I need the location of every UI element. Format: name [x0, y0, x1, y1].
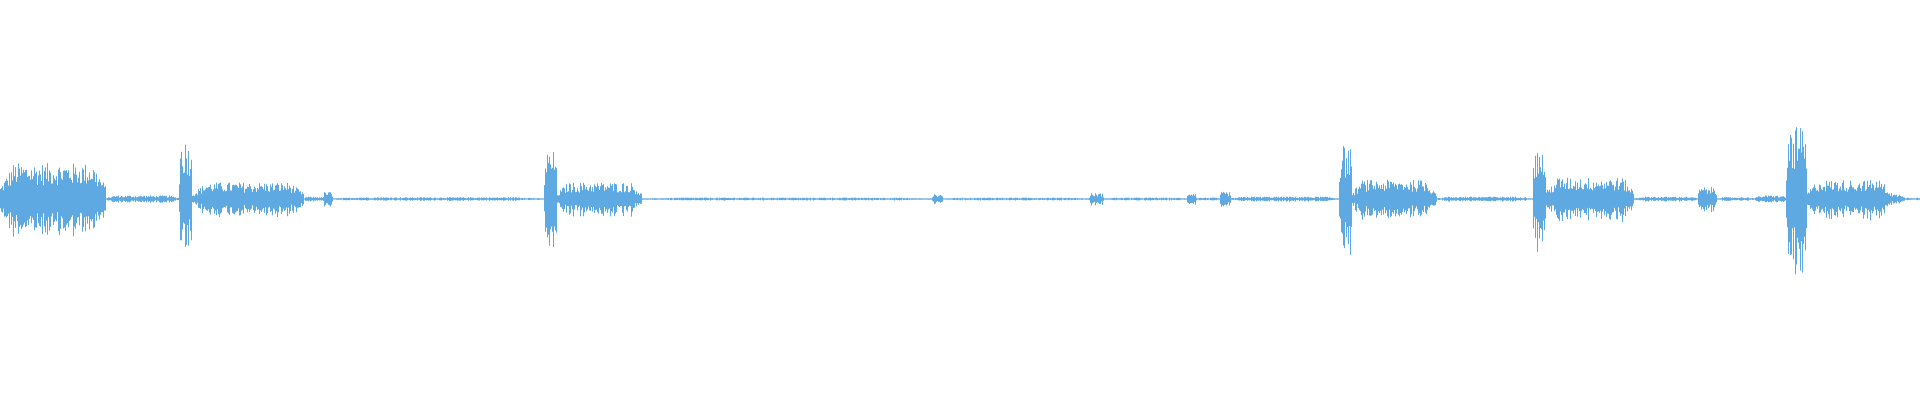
- waveform-amplitude-path: [0, 127, 1920, 275]
